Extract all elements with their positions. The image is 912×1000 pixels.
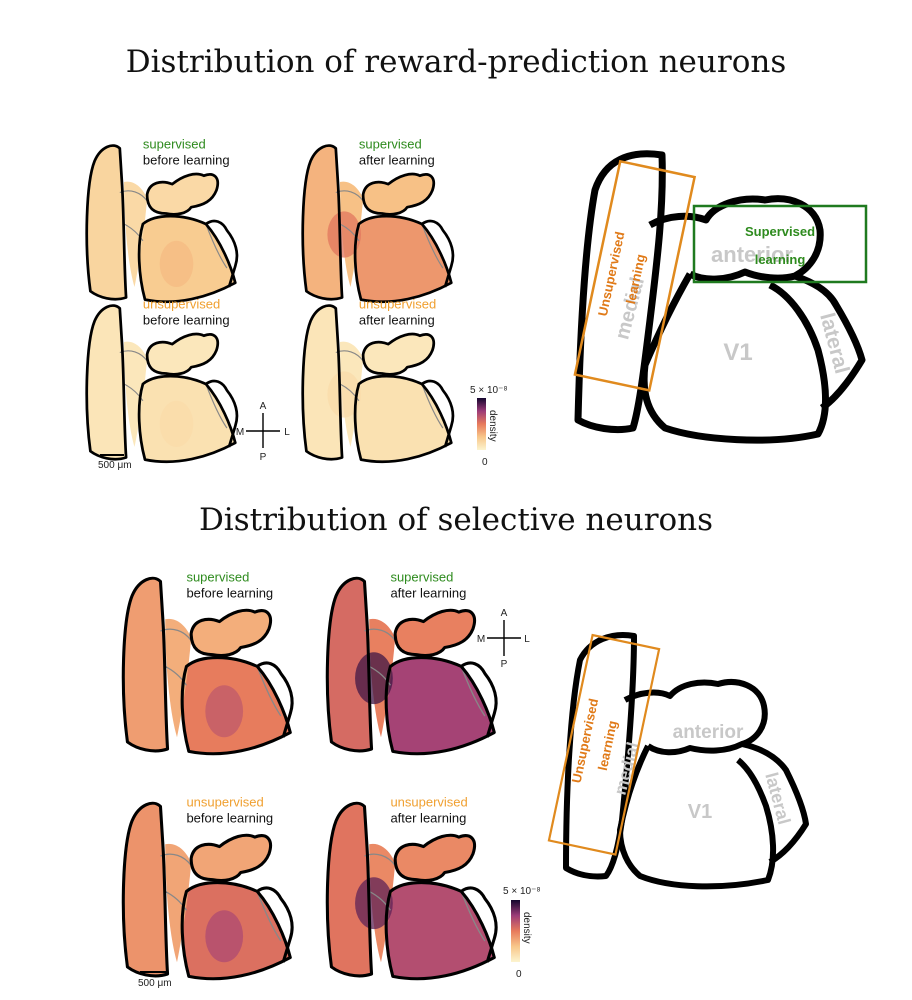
colorbar-label-selective: density: [521, 912, 532, 944]
density-hotspot: [159, 240, 194, 287]
panel-condition-label: after learning: [359, 312, 435, 327]
density-region: [123, 578, 168, 751]
density-hotspot: [159, 400, 194, 447]
density-hotspot: [205, 910, 244, 963]
density-region: [327, 803, 372, 976]
density-hotspot: [355, 877, 393, 930]
panel-group-label: supervised: [359, 136, 422, 151]
colorbar-selective: 5 × 10⁻⁸ 0 density: [503, 886, 541, 980]
area-diagram-selective: [563, 632, 809, 890]
density-region: [191, 835, 271, 881]
density-panel-unsupervised-before-learning: [121, 801, 294, 981]
compass-posterior: P: [260, 452, 267, 463]
density-panel-supervised-before-learning: [85, 144, 239, 304]
density-hotspot: [327, 211, 361, 258]
density-hotspot: [355, 652, 393, 705]
panel-group-label: unsupervised: [143, 296, 220, 311]
density-region: [147, 334, 218, 375]
section-title-selective: Distribution of selective neurons: [199, 502, 713, 538]
panel-condition-label: before learning: [143, 312, 230, 327]
compass-posterior-2: P: [501, 659, 508, 670]
section-title-reward: Distribution of reward-prediction neuron…: [126, 44, 786, 80]
density-region: [363, 334, 434, 375]
compass-selective: A P M L: [477, 608, 530, 670]
compass-lateral-2: L: [524, 634, 530, 645]
panel-condition-label: after learning: [390, 810, 466, 825]
panel-condition-label: before learning: [143, 152, 230, 167]
panel-condition-label: before learning: [186, 810, 273, 825]
panel-group-label: unsupervised: [359, 296, 436, 311]
panel-condition-label: after learning: [359, 152, 435, 167]
panel-group-label: supervised: [390, 569, 453, 584]
compass-anterior-2: A: [501, 608, 508, 619]
region-label-anterior-selective: anterior: [673, 722, 744, 743]
density-region: [302, 145, 343, 300]
unsupervised-label-selective-line2: learning: [595, 719, 620, 772]
compass-reward: A P M L: [236, 401, 290, 463]
scale-bar-label-reward: 500 μm: [98, 460, 132, 471]
compass-medial-2: M: [477, 634, 485, 645]
supervised-label-reward-line2: learning: [755, 252, 806, 267]
density-region: [124, 181, 148, 287]
supervised-label-reward-line1: Supervised: [745, 224, 815, 239]
colorbar-label-reward: density: [487, 410, 498, 442]
density-panel-supervised-after-learning: [301, 144, 455, 304]
panel-condition-label: before learning: [186, 585, 273, 600]
scale-bar-label-selective: 500 μm: [138, 978, 172, 989]
density-hotspot: [205, 685, 244, 738]
density-panel-unsupervised-before-learning: [85, 304, 239, 464]
density-panel-supervised-before-learning: [121, 576, 294, 756]
colorbar-max-selective: 5 × 10⁻⁸: [503, 886, 541, 897]
colorbar-min-selective: 0: [516, 969, 522, 980]
panel-group-label: supervised: [143, 136, 206, 151]
density-region: [395, 610, 475, 656]
panel-group-label: unsupervised: [390, 794, 467, 809]
colorbar-min-reward: 0: [482, 457, 488, 468]
density-region: [165, 618, 192, 738]
density-region: [123, 803, 168, 976]
density-region: [395, 835, 475, 881]
density-region: [302, 305, 343, 460]
region-label-v1-reward: V1: [723, 339, 752, 366]
density-region: [86, 145, 127, 300]
compass-anterior: A: [260, 401, 267, 412]
compass-lateral: L: [284, 427, 290, 438]
density-region: [147, 174, 218, 215]
density-region: [86, 305, 127, 460]
density-panel-unsupervised-after-learning: [325, 801, 498, 981]
colorbar-max-reward: 5 × 10⁻⁸: [470, 385, 508, 396]
density-panel-unsupervised-after-learning: [301, 304, 455, 464]
density-region: [124, 341, 148, 447]
density-panel-supervised-after-learning: [325, 576, 498, 756]
supervised-box-reward: [692, 204, 868, 284]
density-region: [165, 843, 192, 963]
area-diagram-reward: [574, 150, 866, 444]
density-region: [363, 174, 434, 215]
region-label-v1-selective: V1: [688, 801, 712, 823]
panel-group-label: unsupervised: [186, 794, 263, 809]
density-region: [191, 610, 271, 656]
density-region: [327, 578, 372, 751]
density-hotspot: [327, 371, 361, 418]
colorbar-reward: 5 × 10⁻⁸ 0 density: [470, 385, 508, 468]
region-label-anterior-reward: anterior: [711, 242, 793, 267]
compass-medial: M: [236, 427, 244, 438]
panel-group-label: supervised: [186, 569, 249, 584]
panel-condition-label: after learning: [390, 585, 466, 600]
